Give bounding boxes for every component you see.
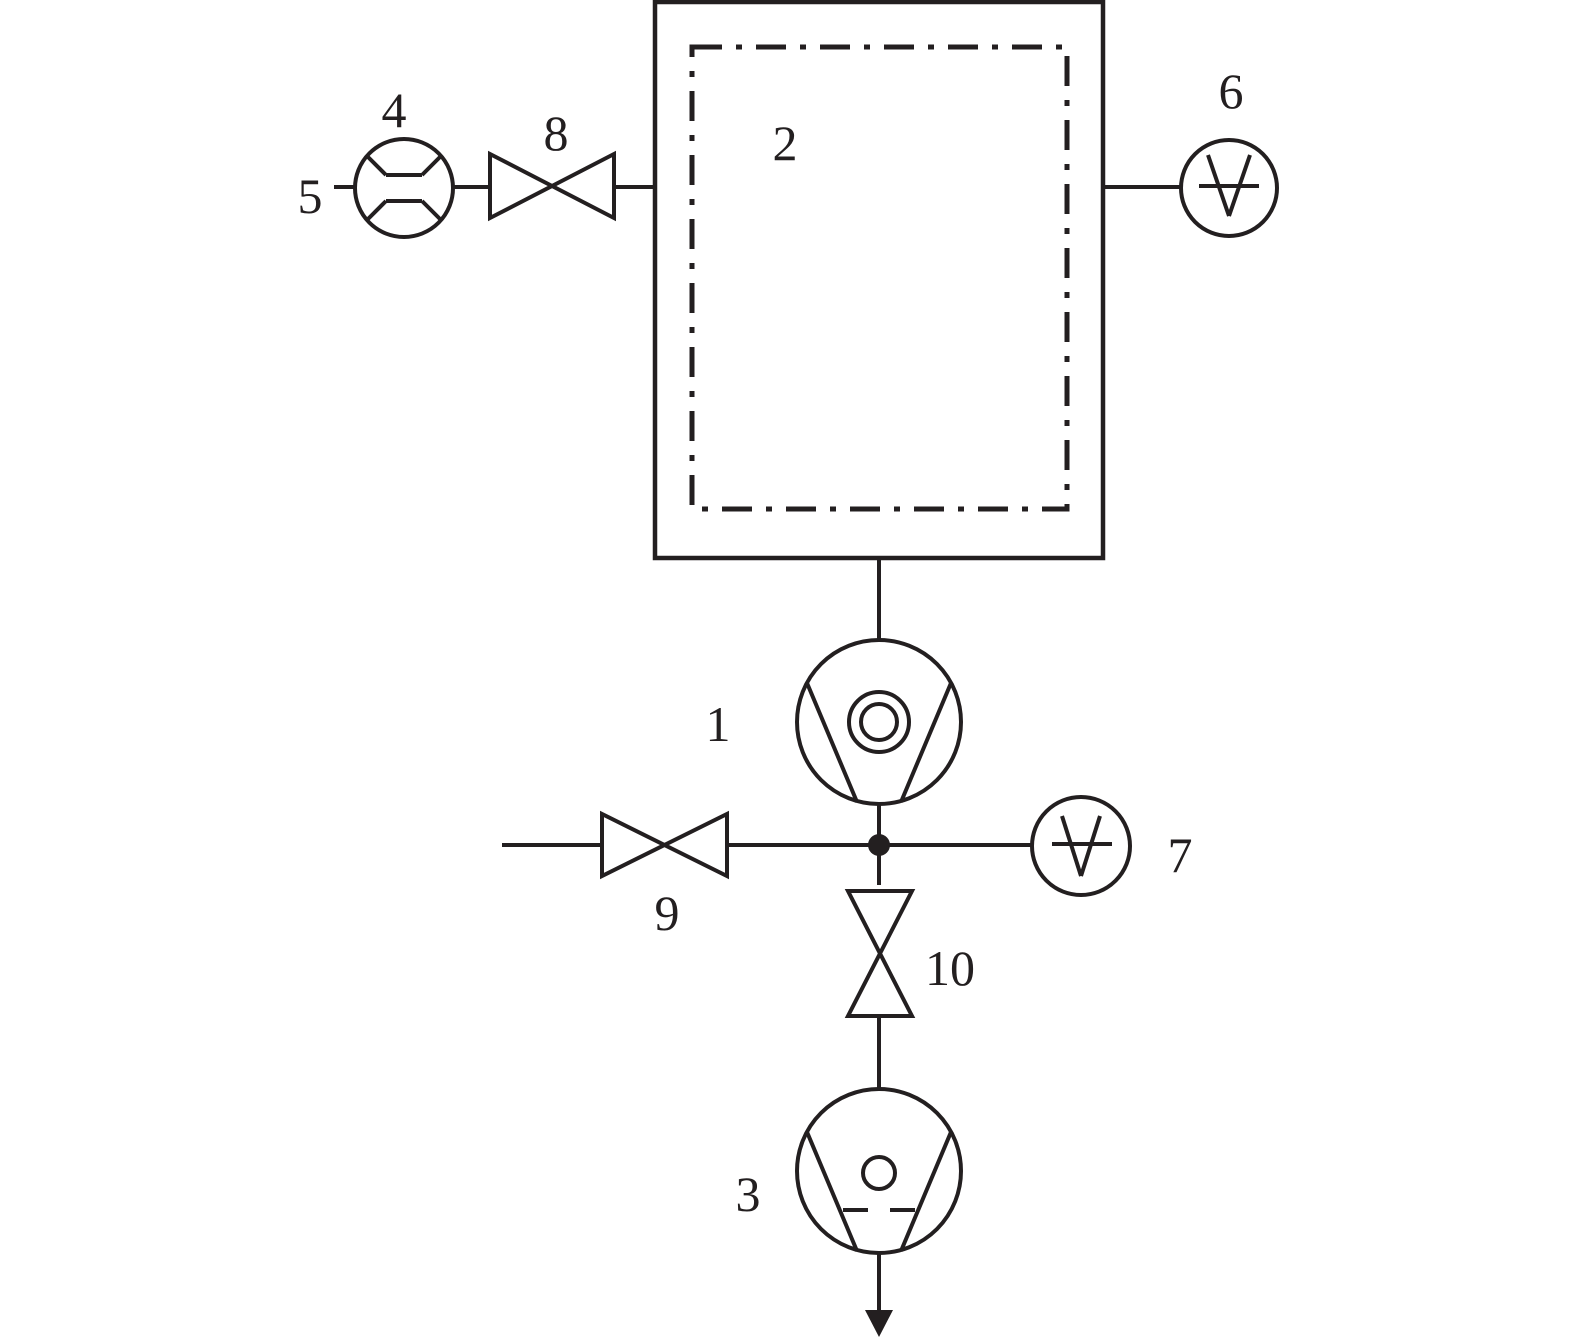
- label-2: 2: [773, 115, 798, 171]
- gauge-7-branch: [879, 795, 1132, 897]
- label-3: 3: [736, 1166, 761, 1222]
- vacuum-chamber: [652, 0, 1106, 561]
- label-4: 4: [382, 82, 407, 138]
- label-6: 6: [1219, 63, 1244, 119]
- valve-icon: [488, 150, 616, 222]
- inlet-branch: [334, 137, 655, 239]
- label-7: 7: [1168, 827, 1193, 883]
- gauge-6-branch: [1103, 138, 1279, 238]
- roughing-pump-icon: [795, 1087, 963, 1255]
- exhaust-arrow-icon: [865, 1253, 893, 1337]
- vent-branch: [502, 810, 879, 880]
- valve-icon: [600, 810, 729, 880]
- label-9: 9: [655, 885, 680, 941]
- label-1: 1: [706, 696, 731, 752]
- chamber-outer-wall: [652, 0, 1106, 561]
- label-10: 10: [925, 940, 975, 996]
- high-vacuum-pump-icon: [795, 638, 963, 806]
- vacuum-gauge-icon: [1030, 795, 1132, 897]
- flow-meter-icon: [353, 137, 455, 239]
- chamber-inner-boundary: [689, 44, 1070, 512]
- label-5: 5: [298, 168, 323, 224]
- label-8: 8: [544, 105, 569, 161]
- valve-icon: [844, 889, 916, 1018]
- vacuum-gauge-icon: [1179, 138, 1279, 238]
